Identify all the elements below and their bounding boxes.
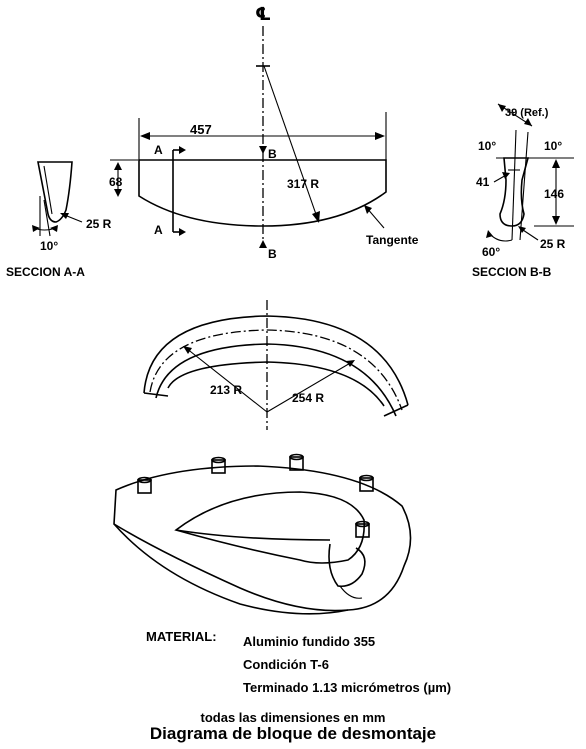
section-bb-radius: 25 R bbox=[540, 237, 566, 251]
section-aa-inner-edge bbox=[43, 165, 53, 215]
width-arrow-left bbox=[140, 132, 150, 140]
arc-outer-top bbox=[143, 315, 409, 406]
cut-a-upper-label: A bbox=[154, 143, 163, 157]
cut-b-lower-arrow bbox=[259, 240, 267, 248]
section-aa-profile bbox=[37, 161, 73, 223]
radius-254-label: 254 R bbox=[292, 391, 324, 405]
top-view: ℄ 457 68 A A B B 317 bbox=[109, 4, 419, 261]
width-dimension: 457 bbox=[190, 122, 212, 137]
material-line-finish: Terminado 1.13 micrómetros (µm) bbox=[243, 680, 452, 695]
material-label: MATERIAL: bbox=[146, 629, 217, 644]
section-aa: 10° 25 R SECCION A-A bbox=[6, 161, 112, 279]
section-bb-height-arrow-top bbox=[552, 159, 560, 168]
section-aa-angle-arrow-right bbox=[50, 225, 58, 232]
radius-317-arrow bbox=[312, 211, 320, 223]
cut-b-lower-label: B bbox=[268, 247, 277, 261]
section-bb-bottom-angle-arrow bbox=[486, 230, 493, 238]
section-aa-radius: 25 R bbox=[86, 217, 112, 231]
iso-outer-lower bbox=[113, 523, 349, 615]
section-bb-angle-line bbox=[519, 131, 529, 241]
section-bb-height-dim: 146 bbox=[544, 187, 564, 201]
isometric-view bbox=[113, 453, 412, 615]
radius-254-arrow bbox=[346, 360, 355, 367]
cut-a-lower-arrow bbox=[179, 228, 186, 236]
radius-213-label: 213 R bbox=[210, 383, 242, 397]
arc-mid-dashed bbox=[149, 329, 403, 411]
iso-pin-4 bbox=[359, 474, 374, 492]
depth-arrow-bottom bbox=[114, 189, 122, 197]
iso-inner-cavity bbox=[174, 491, 365, 564]
arc-end-left bbox=[143, 392, 169, 397]
cut-b-upper-label: B bbox=[268, 147, 277, 161]
arc-outer-inner bbox=[155, 343, 397, 417]
material-line-condition: Condición T-6 bbox=[243, 657, 329, 672]
units-note: todas las dimensiones en mm bbox=[200, 710, 386, 725]
section-aa-radius-arrow bbox=[60, 213, 69, 219]
diagram-title: Diagrama de bloque de desmontaje bbox=[149, 724, 437, 743]
arc-view: 213 R 254 R bbox=[143, 300, 409, 430]
width-arrow-right bbox=[375, 132, 385, 140]
section-bb-centerline bbox=[511, 129, 517, 241]
section-bb-bottom-angle: 60° bbox=[482, 245, 500, 259]
iso-notch bbox=[328, 543, 366, 588]
section-aa-angle-arrow-left bbox=[32, 225, 40, 232]
material-line-alloy: Aluminio fundido 355 bbox=[243, 634, 376, 649]
section-bb: 39 (Ref.) 10° 10° 41 146 25 R 60° SECCIO… bbox=[472, 103, 574, 279]
iso-pin-5 bbox=[355, 520, 370, 538]
section-bb-ref-arrow-2 bbox=[524, 118, 532, 126]
arc-inner-band bbox=[167, 361, 385, 407]
iso-inner-ridge bbox=[175, 529, 331, 541]
section-bb-title: SECCION B-B bbox=[472, 265, 552, 279]
iso-pin-2 bbox=[211, 456, 226, 474]
section-bb-angle-right: 10° bbox=[544, 139, 562, 153]
radius-317-label: 317 R bbox=[287, 177, 319, 191]
section-aa-title: SECCION A-A bbox=[6, 265, 85, 279]
radius-317-leader bbox=[263, 65, 319, 221]
section-bb-small-arrow bbox=[502, 172, 510, 179]
section-aa-angle: 10° bbox=[40, 239, 58, 253]
cut-a-lower-label: A bbox=[154, 223, 163, 237]
radius-254-leader bbox=[266, 361, 353, 413]
tangent-label: Tangente bbox=[366, 233, 419, 247]
iso-lip bbox=[339, 585, 363, 599]
iso-pin-1 bbox=[137, 476, 152, 494]
iso-pin-3 bbox=[289, 453, 304, 471]
cut-a-upper-arrow bbox=[179, 146, 186, 154]
section-bb-radius-arrow bbox=[518, 226, 526, 233]
section-bb-height-arrow-bottom bbox=[552, 216, 560, 225]
radius-213-leader bbox=[185, 347, 268, 413]
depth-dimension: 68 bbox=[109, 175, 123, 189]
top-view-outline bbox=[138, 159, 387, 227]
radius-213-arrow bbox=[183, 346, 192, 354]
iso-outer-body bbox=[113, 465, 412, 612]
tangent-arrow bbox=[364, 205, 372, 214]
section-bb-small-dim: 41 bbox=[476, 175, 490, 189]
section-bb-ref-arrow bbox=[498, 104, 506, 112]
centerline-symbol: ℄ bbox=[255, 4, 271, 24]
cut-b-upper-arrow bbox=[259, 146, 267, 154]
section-bb-bottom-angle-arc bbox=[487, 231, 513, 242]
depth-arrow-top bbox=[114, 162, 122, 170]
arc-end-right bbox=[383, 404, 409, 417]
section-bb-angle-left: 10° bbox=[478, 139, 496, 153]
